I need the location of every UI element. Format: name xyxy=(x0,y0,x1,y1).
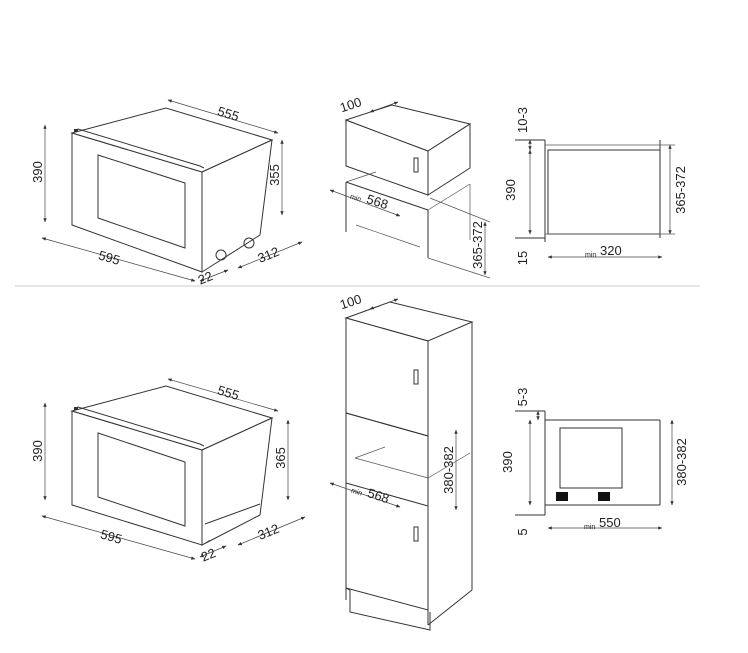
cabinet-top-depth-label: 100 xyxy=(338,291,363,312)
oven-body-height-label: 365 xyxy=(273,447,288,469)
oven-front-offset-label: 22 xyxy=(199,545,218,564)
oven-height-label: 390 xyxy=(30,440,45,462)
oven-body-depth-label: 312 xyxy=(255,244,281,266)
cabinet-niche-depth-label: 568 xyxy=(366,485,391,506)
oven-body-depth-label: 312 xyxy=(255,521,281,543)
side-depth-min-label: min xyxy=(585,252,596,259)
oven-dimensions-top: 390 555 355 595 312 22 xyxy=(30,99,303,287)
side-depth-label: 550 xyxy=(599,515,621,530)
side-top-gap-label: 10-3 xyxy=(515,107,530,133)
side-niche-height-label: 380-382 xyxy=(674,438,689,486)
tall-cabinet-dimensions-bottom: 100 min 568 380-382 xyxy=(329,291,458,511)
cabinet-niche-min-label: min xyxy=(349,194,362,204)
oven-depth-label: 555 xyxy=(216,382,241,403)
side-dimensions-bottom: 5-3 390 5 min 550 380-382 xyxy=(500,388,689,536)
side-section-top xyxy=(515,139,675,242)
side-bottom-gap-label: 5 xyxy=(515,528,530,535)
cabinet-top-depth-label: 100 xyxy=(338,94,363,115)
cabinet-dimensions-top: 100 min 568 365-372 xyxy=(329,94,491,279)
oven-body-height-label: 355 xyxy=(267,164,282,186)
tall-cabinet-bottom xyxy=(344,301,474,631)
oven-isometric-top xyxy=(70,107,274,273)
cabinet-top xyxy=(344,104,472,258)
side-section-bottom xyxy=(515,410,661,516)
oven-front-offset-label: 22 xyxy=(196,268,215,287)
side-dimensions-top: 10-3 390 15 min 320 365-372 xyxy=(503,107,688,265)
side-top-gap-label: 5-3 xyxy=(515,388,530,407)
oven-height-label: 390 xyxy=(30,161,45,183)
oven-isometric-bottom xyxy=(70,385,274,546)
oven-width-label: 595 xyxy=(97,247,122,267)
cabinet-niche-height-label: 365-372 xyxy=(470,221,485,269)
side-depth-label: 320 xyxy=(600,243,622,258)
side-height-label: 390 xyxy=(503,179,518,201)
side-bottom-gap-label: 15 xyxy=(515,251,530,265)
cabinet-niche-min-label: min xyxy=(350,488,363,498)
foot-icon xyxy=(598,492,610,501)
side-niche-height-label: 365-372 xyxy=(673,166,688,214)
cabinet-niche-depth-label: 568 xyxy=(365,191,390,212)
oven-depth-label: 555 xyxy=(216,103,241,124)
foot-icon xyxy=(556,492,568,501)
oven-width-label: 595 xyxy=(99,526,124,546)
cabinet-niche-height-label: 380-382 xyxy=(441,446,456,494)
side-depth-min-label: min xyxy=(584,524,595,531)
side-height-label: 390 xyxy=(500,451,515,473)
